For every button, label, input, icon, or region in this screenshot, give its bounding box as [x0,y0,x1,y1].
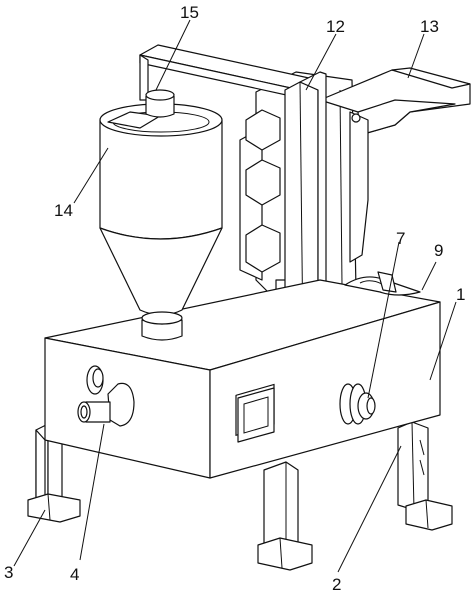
rear-leg-right [397,421,429,511]
front-leg-center [257,461,313,571]
callout-labels: 15 12 13 14 7 9 1 2 4 3 [4,3,465,594]
label-14: 14 [54,201,73,220]
label-7: 7 [396,229,405,248]
label-1: 1 [456,285,465,304]
vertical-post [284,71,327,344]
label-2: 2 [332,575,341,594]
front-leg-right [405,499,453,531]
main-body [44,279,441,479]
label-12: 12 [326,17,345,36]
cyclone-outlet-tube [145,89,175,118]
cyclone-separator [99,103,223,341]
pulley [339,383,376,425]
label-9: 9 [434,241,443,260]
label-15: 15 [180,3,199,22]
discharge-pipe [77,382,135,427]
front-leg-left [27,429,81,523]
label-4: 4 [70,565,79,584]
top-housing [319,67,471,263]
viewing-window [237,387,275,443]
leader-lines [13,19,457,573]
label-3: 3 [4,563,13,582]
label-13: 13 [420,17,439,36]
top-inlet [344,271,421,296]
side-inlet-upper [86,365,104,395]
